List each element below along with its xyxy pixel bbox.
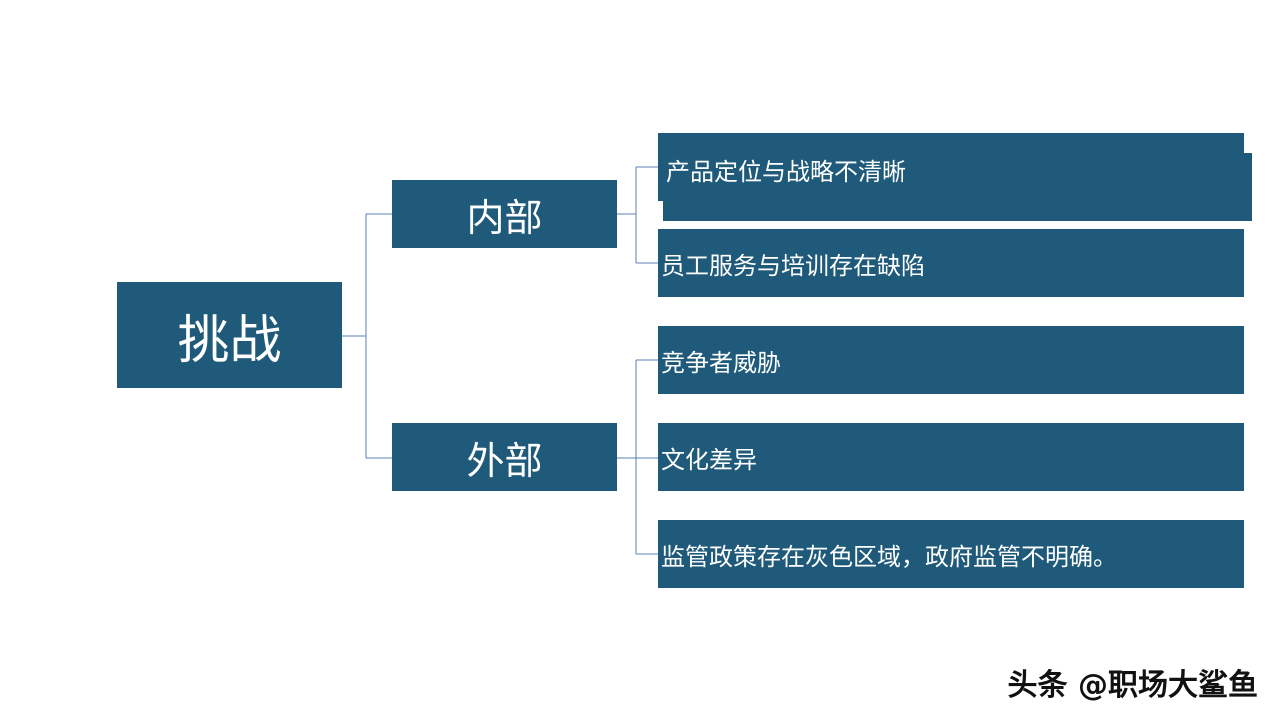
- leaf-node-cultural-difference: 文化差异: [658, 423, 1244, 491]
- branch-node-label: 内部: [466, 195, 543, 240]
- leaf-node-label: 产品定位与战略不清晰: [666, 158, 906, 186]
- leaf-node-competitor-threat: 竞争者威胁: [658, 326, 1244, 394]
- watermark-text: 头条 @职场大鲨鱼: [1007, 668, 1258, 703]
- leaf-node-label: 员工服务与培训存在缺陷: [661, 251, 925, 280]
- leaf-node-label: 文化差异: [661, 445, 757, 474]
- branch-node-internal: 内部: [392, 180, 617, 248]
- branch-node-label: 外部: [466, 438, 543, 483]
- leaf-node-regulation: 监管政策存在灰色区域，政府监管不明确。: [658, 520, 1244, 588]
- branch-node-external: 外部: [392, 423, 617, 491]
- leaf-node-staff-training: 员工服务与培训存在缺陷: [658, 229, 1244, 297]
- root-node-label: 挑战: [177, 310, 282, 371]
- leaf-node-product-positioning: 产品定位与战略不清晰: [658, 133, 1244, 201]
- leaf-node-label: 竞争者威胁: [661, 348, 781, 377]
- leaf-node-label: 监管政策存在灰色区域，政府监管不明确。: [661, 542, 1117, 571]
- root-node: 挑战: [117, 282, 342, 388]
